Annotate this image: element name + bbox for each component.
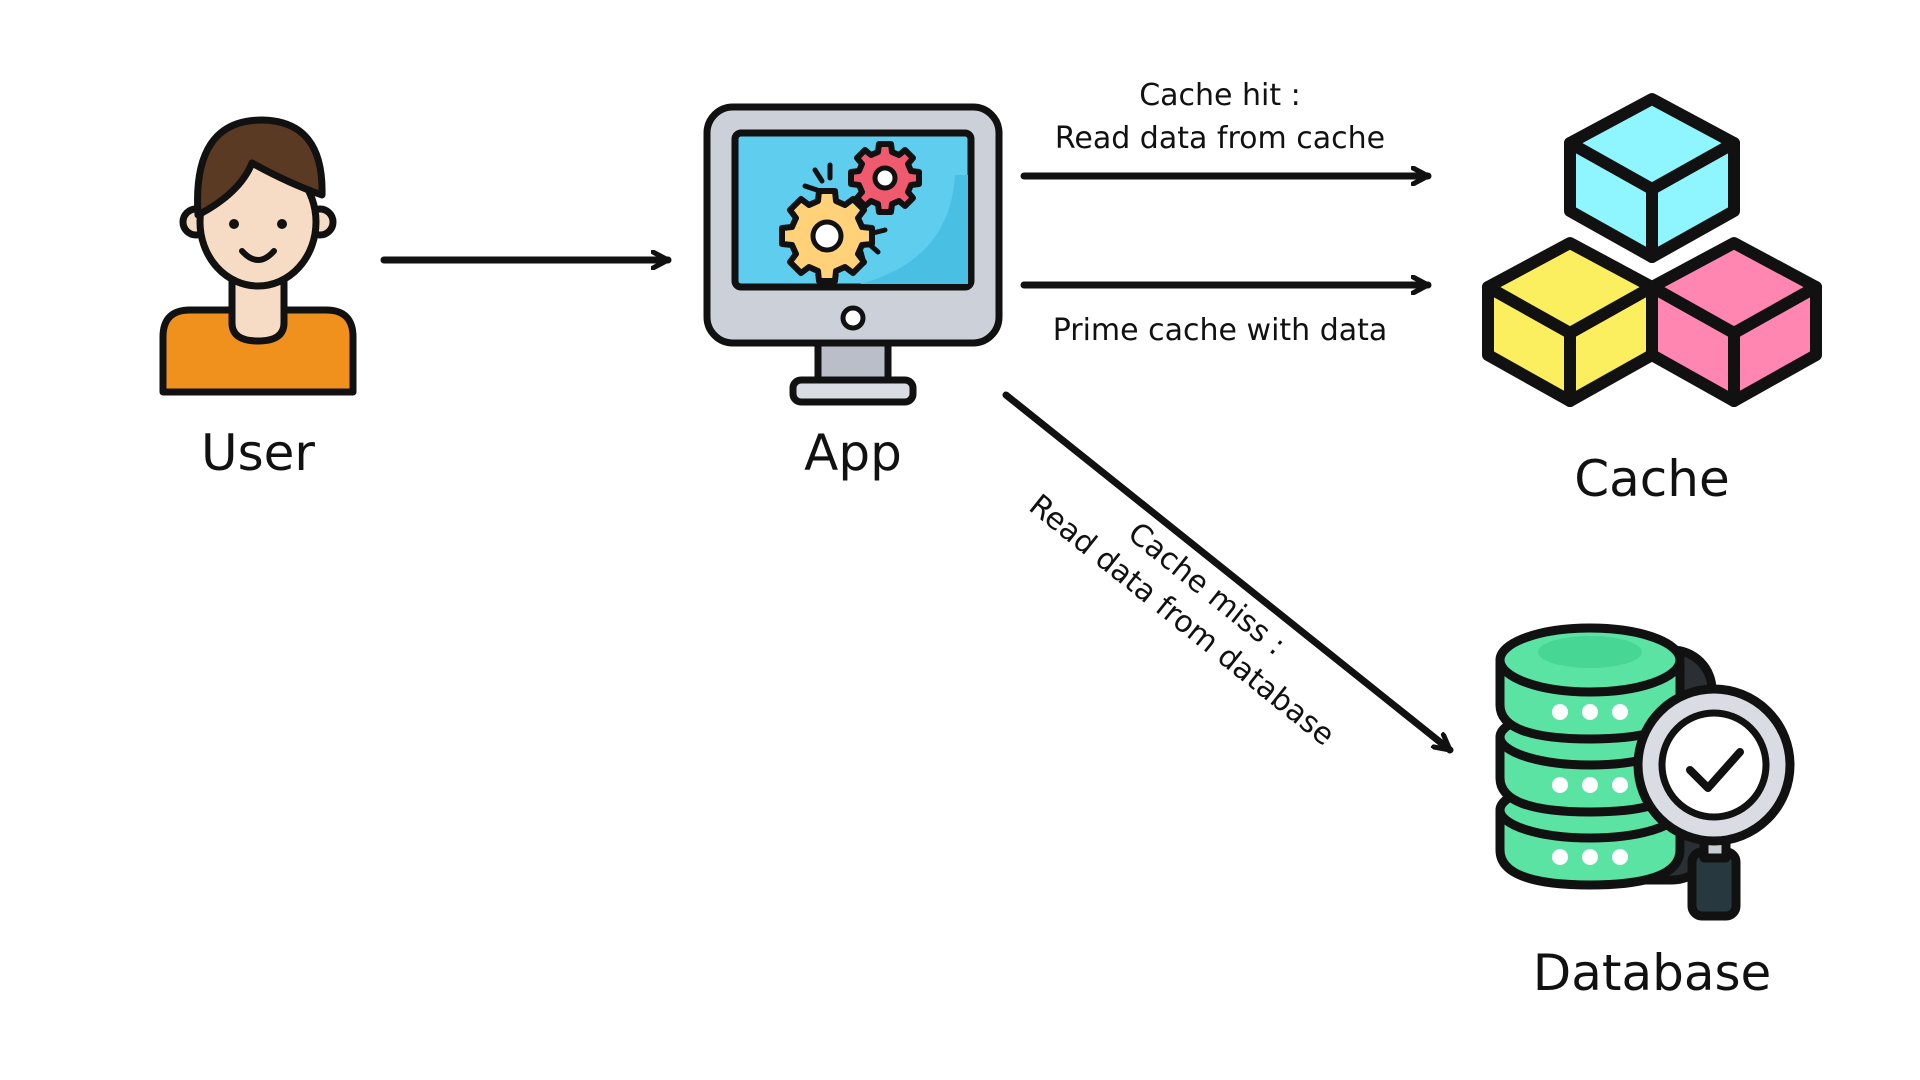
app-label: App [804,424,902,482]
cache-hit-label-line2: Read data from cache [1055,121,1385,156]
database-search-icon [1495,623,1795,921]
user-label: User [201,424,315,482]
cache-miss-arrow [1002,391,1454,754]
cache-label: Cache [1574,450,1730,508]
prime-cache-label: Prime cache with data [1053,313,1388,348]
database-label: Database [1533,944,1772,1002]
computer-gears-icon [703,103,1003,406]
cache-hit-label-line1: Cache hit : [1139,78,1301,113]
person-icon [159,116,357,396]
cubes-icon [1482,93,1822,407]
